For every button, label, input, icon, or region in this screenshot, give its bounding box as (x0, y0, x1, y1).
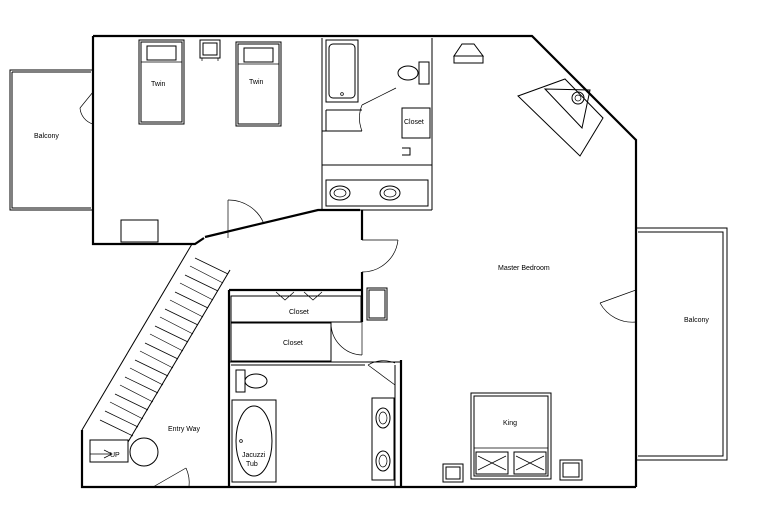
master-bedroom: Master Bedroom (360, 210, 550, 487)
stair-treads (99, 257, 229, 437)
closet-mid-2: Closet (230, 322, 332, 362)
entry-table (129, 437, 159, 467)
fireplace (517, 78, 604, 157)
king-bed-label: King (503, 420, 517, 427)
right-balcony-label: Balcony (684, 317, 709, 324)
toilet-upper (397, 61, 430, 85)
dresser-twin-room (120, 219, 159, 243)
closet-mid-2-door[interactable] (330, 322, 363, 356)
twin-bed-2-label: Twin (249, 79, 264, 86)
staircase: UP (81, 243, 231, 463)
jacuzzi-tub: Jacuzzi Tub (231, 399, 277, 483)
upper-bath-door[interactable] (325, 87, 397, 132)
twin-bedroom-door[interactable] (227, 199, 265, 238)
entry-door[interactable] (152, 467, 190, 488)
lamp-table (453, 43, 484, 64)
bathtub-upper (325, 39, 359, 103)
central-walls (227, 288, 362, 487)
closet-mid-1-doors[interactable] (275, 291, 323, 301)
nightstand-left (442, 463, 464, 483)
closet-mid-1-label: Closet (289, 309, 309, 316)
closet-mid-1: Closet (230, 295, 362, 323)
master-bedroom-label: Master Bedroom (498, 265, 550, 272)
right-balcony: Balcony (636, 227, 728, 461)
closet-mid-2-label: Closet (283, 340, 303, 347)
stair-up-label: UP (110, 452, 120, 459)
left-balcony-door[interactable] (79, 91, 94, 125)
vanity-upper (325, 179, 429, 207)
upper-bathroom (321, 38, 433, 211)
king-bed: King (470, 392, 552, 480)
closet-upper: Closet (401, 107, 431, 156)
jacuzzi-tub-label-line2: Tub (246, 461, 258, 468)
right-balcony-door[interactable] (599, 289, 637, 323)
twin-bed-2: Twin (235, 41, 282, 127)
twin-bed-1: Twin (138, 39, 185, 125)
entry-way-label: Entry Way (168, 426, 201, 433)
vanity-lower (371, 397, 395, 481)
lower-bathroom (229, 361, 401, 487)
jacuzzi-tub-label-line1: Jacuzzi (242, 452, 266, 459)
nightstand-right (559, 459, 583, 481)
twin-bed-1-label: Twin (151, 81, 166, 88)
entry-way: Entry Way (129, 426, 201, 467)
master-bedroom-door[interactable] (361, 239, 399, 273)
left-balcony-label: Balcony (34, 133, 59, 140)
toilet-lower (235, 369, 268, 393)
nightstand (199, 39, 221, 61)
master-dresser (366, 287, 388, 321)
lower-bath-door[interactable] (367, 360, 396, 386)
closet-upper-label: Closet (404, 119, 424, 126)
left-balcony: Balcony (9, 69, 93, 211)
